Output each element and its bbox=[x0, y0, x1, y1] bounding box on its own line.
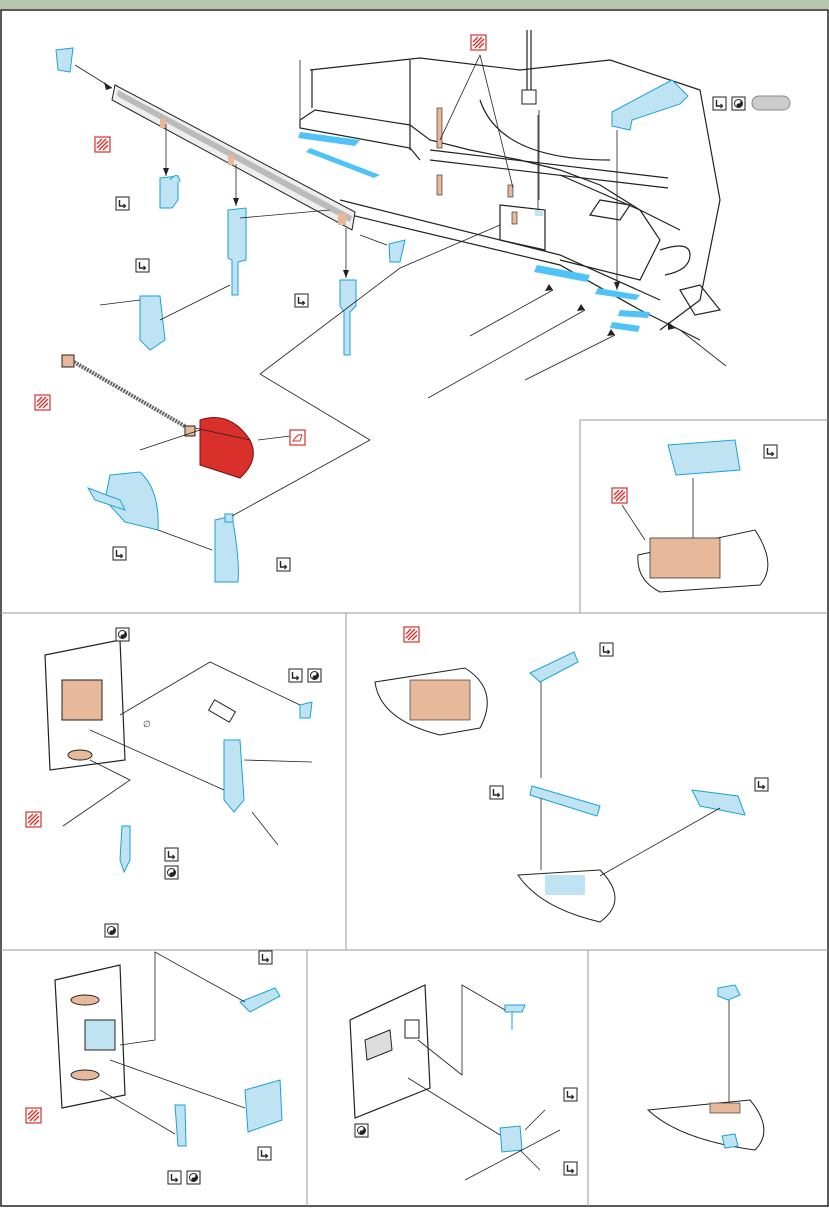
option-yinyang-icon bbox=[165, 866, 178, 879]
half-disc-small bbox=[648, 1100, 764, 1150]
fold-icon bbox=[168, 1171, 181, 1184]
paint-hatch-icon bbox=[404, 627, 419, 642]
option-yinyang-icon bbox=[732, 97, 745, 110]
paint-hatch-icon bbox=[95, 137, 110, 152]
jack-handle bbox=[62, 355, 195, 436]
arm bbox=[530, 652, 578, 682]
fold-icon bbox=[564, 1088, 577, 1101]
fold-icon bbox=[258, 1147, 271, 1160]
fold-icon bbox=[764, 445, 777, 458]
fold-icon bbox=[564, 1162, 577, 1175]
option-yinyang-icon bbox=[355, 1124, 368, 1137]
paint-hatch-icon bbox=[35, 395, 50, 410]
panel-lower-mid bbox=[350, 985, 577, 1180]
fold-icon bbox=[259, 951, 272, 964]
paint-hatch-icon bbox=[471, 35, 486, 50]
fold-icon bbox=[713, 97, 726, 110]
fold-icon bbox=[116, 197, 129, 210]
top-bracket-part bbox=[612, 80, 688, 130]
fold-icon bbox=[289, 669, 302, 682]
door-handle bbox=[224, 740, 244, 812]
option-yinyang-icon bbox=[308, 669, 321, 682]
panel-lower-right bbox=[648, 985, 764, 1150]
option-yinyang-icon bbox=[105, 924, 118, 937]
hatch-plate bbox=[668, 440, 740, 475]
grey-pill-badge bbox=[752, 96, 790, 110]
paint-hatch-icon bbox=[26, 1108, 41, 1123]
panel-half-disc-right bbox=[375, 627, 768, 922]
paint-hatch-icon bbox=[26, 812, 41, 827]
fold-icon bbox=[165, 848, 178, 861]
fold-icon bbox=[277, 558, 290, 571]
end-tab-part bbox=[56, 48, 73, 72]
fold-icon bbox=[136, 259, 149, 272]
latch bbox=[245, 1080, 282, 1132]
paint-hatch-icon bbox=[612, 488, 627, 503]
option-yinyang-icon bbox=[116, 628, 129, 641]
fold-icon bbox=[295, 294, 308, 307]
fold-icon bbox=[113, 547, 126, 560]
side-plate bbox=[215, 516, 238, 582]
fold-icon bbox=[600, 643, 613, 656]
panel-lower-left bbox=[26, 924, 282, 1184]
door-frame-c bbox=[350, 985, 430, 1118]
assembly-lines-main bbox=[140, 55, 726, 550]
antenna-mount bbox=[522, 30, 539, 200]
panel-main bbox=[35, 30, 790, 582]
bend-around-icon bbox=[290, 430, 305, 445]
option-yinyang-icon bbox=[187, 1171, 200, 1184]
shovel-red bbox=[200, 418, 253, 479]
panel-door-left: ∅ bbox=[26, 628, 321, 879]
hatch-strip-rail bbox=[112, 85, 355, 230]
panel-hatch-top bbox=[612, 440, 777, 592]
diameter-label: ∅ bbox=[143, 719, 151, 729]
fold-icon bbox=[490, 786, 503, 799]
fold-icon bbox=[755, 778, 768, 791]
rail-brackets bbox=[140, 175, 405, 355]
